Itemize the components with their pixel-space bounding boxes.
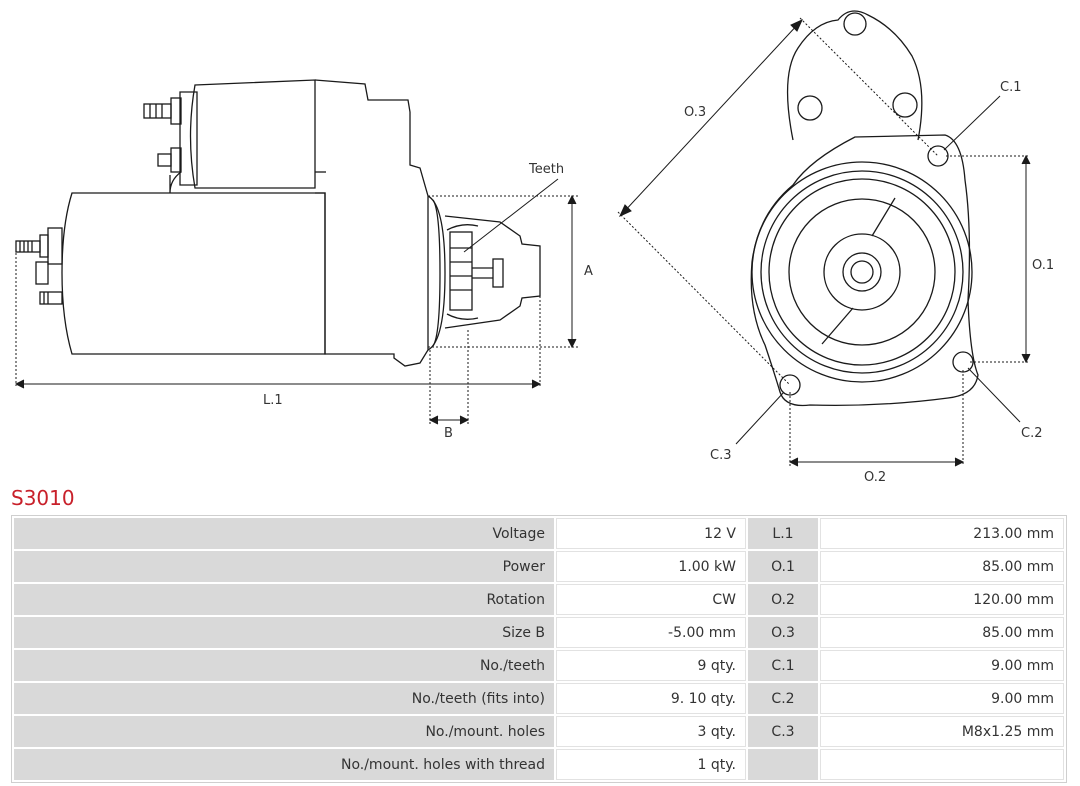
spec-label: Rotation [14, 584, 554, 615]
dimension-code [748, 749, 818, 780]
starter-technical-drawing: Teeth A B L.1 O.1 O.2 O.3 C.1 C.2 C.3 [14, 10, 1054, 485]
solenoid [189, 79, 316, 189]
spec-value: 12 V [556, 518, 746, 549]
dimension-o2-label: O.2 [864, 470, 886, 485]
dimension-l1-label: L.1 [263, 393, 283, 408]
mounting-flange [427, 195, 446, 351]
dimension-value: 9.00 mm [820, 650, 1064, 681]
dimension-a-label: A [584, 264, 593, 279]
spec-value: CW [556, 584, 746, 615]
housing-outer-ring [751, 161, 973, 383]
dimension-o1-label: O.1 [1032, 258, 1054, 273]
side-view [15, 79, 541, 367]
dimension-code: O.1 [748, 551, 818, 582]
spec-value: -5.00 mm [556, 617, 746, 648]
pinion [444, 215, 541, 329]
dimension-b-label: B [444, 426, 453, 441]
dimension-code: C.3 [748, 716, 818, 747]
hole-c2-label: C.2 [1021, 426, 1042, 441]
spec-value: 1 qty. [556, 749, 746, 780]
dimension-value: 85.00 mm [820, 617, 1064, 648]
dimension-value: M8x1.25 mm [820, 716, 1064, 747]
dimension-code: C.1 [748, 650, 818, 681]
dimension-value [820, 749, 1064, 780]
spec-label: No./mount. holes [14, 716, 554, 747]
teeth-label: Teeth [528, 162, 564, 177]
hole-c1-label: C.1 [1000, 80, 1021, 95]
spec-label: Voltage [14, 518, 554, 549]
spec-value: 9. 10 qty. [556, 683, 746, 714]
spec-value: 1.00 kW [556, 551, 746, 582]
part-code: S3010 [11, 486, 75, 510]
dimension-code: L.1 [748, 518, 818, 549]
dimension-code: O.3 [748, 617, 818, 648]
spec-value: 3 qty. [556, 716, 746, 747]
dimension-value: 9.00 mm [820, 683, 1064, 714]
motor-body [61, 192, 326, 355]
dimension-o3-label: O.3 [684, 105, 706, 120]
dimension-code: C.2 [748, 683, 818, 714]
spec-label: Power [14, 551, 554, 582]
spec-label: Size B [14, 617, 554, 648]
dimension-value: 85.00 mm [820, 551, 1064, 582]
top-lobe [786, 10, 923, 141]
hole-c3-label: C.3 [710, 448, 731, 463]
drive-housing [314, 79, 429, 367]
dimension-value: 213.00 mm [820, 518, 1064, 549]
spec-label: No./teeth (fits into) [14, 683, 554, 714]
dimension-code: O.2 [748, 584, 818, 615]
shaft-boss [823, 233, 901, 311]
spec-label: No./mount. holes with thread [14, 749, 554, 780]
dimension-value: 120.00 mm [820, 584, 1064, 615]
front-view [750, 10, 979, 407]
spec-value: 9 qty. [556, 650, 746, 681]
spec-label: No./teeth [14, 650, 554, 681]
